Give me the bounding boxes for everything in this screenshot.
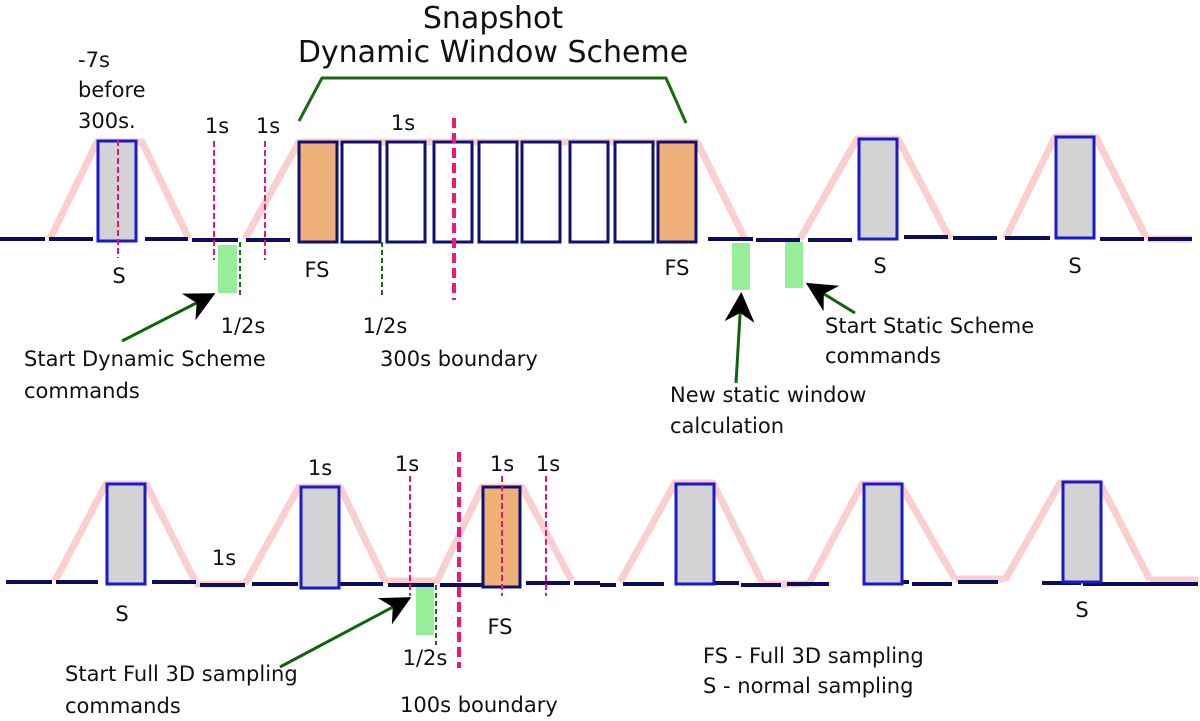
box-label-fs: FS (664, 256, 689, 280)
arrow-start-static (805, 282, 856, 315)
interval-label: 1s (391, 111, 415, 135)
dynamic-window-box (568, 140, 610, 244)
legend-fs: FS - Full 3D sampling (703, 644, 924, 668)
bottom-markers (409, 452, 547, 668)
half-second-label: 1/2s (221, 314, 266, 338)
sample-box (862, 482, 904, 586)
arrow-start-full (279, 597, 412, 669)
box-label-s: S (112, 264, 125, 288)
arrow-new-static (724, 292, 755, 384)
interval-label: 1s (395, 452, 419, 476)
box-label-fs: FS (304, 258, 329, 282)
interval-label: 1s (308, 456, 332, 480)
top-command-blocks (218, 242, 803, 293)
interval-label: 1s (536, 452, 560, 476)
dynamic-window-bracket (297, 76, 688, 124)
dynamic-window-box (340, 140, 382, 244)
command-block-start-dynamic (218, 245, 237, 293)
arrow-start-dynamic (121, 293, 216, 343)
interval-label: 1s (490, 452, 514, 476)
dynamic-window-box (613, 140, 655, 244)
title-line-1: Snapshot (423, 1, 563, 36)
sample-box (1054, 135, 1096, 240)
top-markers (117, 118, 456, 300)
top-row: Snapshot Dynamic Window Scheme -7s befor… (0, 1, 1192, 438)
sample-box (105, 482, 147, 586)
dynamic-window-box (520, 140, 562, 244)
callout-start-static-line-1: Start Static Scheme (825, 314, 1034, 338)
callout-start-static-line-2: commands (825, 344, 941, 368)
callout-new-static-line-2: calculation (670, 414, 784, 438)
dynamic-window-box (385, 140, 427, 244)
sample-box (674, 482, 716, 586)
legend: FS - Full 3D sampling S - normal samplin… (703, 644, 924, 698)
sample-box (857, 137, 899, 241)
box-label-s: S (873, 254, 886, 278)
legend-s: S - normal sampling (703, 674, 913, 698)
half-second-label: 1/2s (403, 646, 448, 670)
full-sample-box (297, 140, 339, 244)
command-block-start-full (416, 587, 434, 635)
interval-label: 1s (205, 114, 229, 138)
pre-note-line-2: before (78, 78, 146, 102)
title-line-2: Dynamic Window Scheme (298, 35, 688, 70)
callout-start-full-line-2: commands (65, 694, 181, 718)
box-label-fs: FS (487, 615, 512, 639)
full-sample-box (656, 140, 698, 244)
interval-label: 1s (256, 114, 280, 138)
command-block-start-static (785, 242, 803, 288)
command-block-new-static (732, 243, 750, 290)
callout-start-dynamic-line-2: commands (24, 379, 140, 403)
pre-note-line-3: 300s. (78, 109, 136, 133)
top-arrows (121, 282, 856, 384)
callout-start-dynamic-line-1: Start Dynamic Scheme (24, 347, 266, 371)
bottom-baseline (6, 580, 1198, 587)
callout-new-static-line-1: New static window (670, 383, 867, 407)
boundary-label-100s: 100s boundary (400, 693, 558, 717)
dynamic-window-box (477, 140, 519, 244)
sample-box (299, 485, 341, 590)
box-label-s: S (1075, 598, 1088, 622)
box-label-s: S (1068, 254, 1081, 278)
callout-start-full-line-1: Start Full 3D sampling (65, 662, 298, 686)
sample-box (1061, 480, 1103, 584)
interval-label: 1s (212, 546, 236, 570)
pre-note-line-1: -7s (78, 48, 110, 72)
boundary-label-300s: 300s boundary (380, 347, 538, 371)
top-boxes (96, 135, 1096, 244)
bottom-boxes (105, 480, 1103, 590)
top-baseline (0, 235, 1192, 242)
bottom-row: 1s 1s 1s 1s 1s S FS S 1/2s 100s boundary… (6, 452, 1198, 718)
box-label-s: S (115, 602, 128, 626)
half-second-label: 1/2s (363, 314, 408, 338)
